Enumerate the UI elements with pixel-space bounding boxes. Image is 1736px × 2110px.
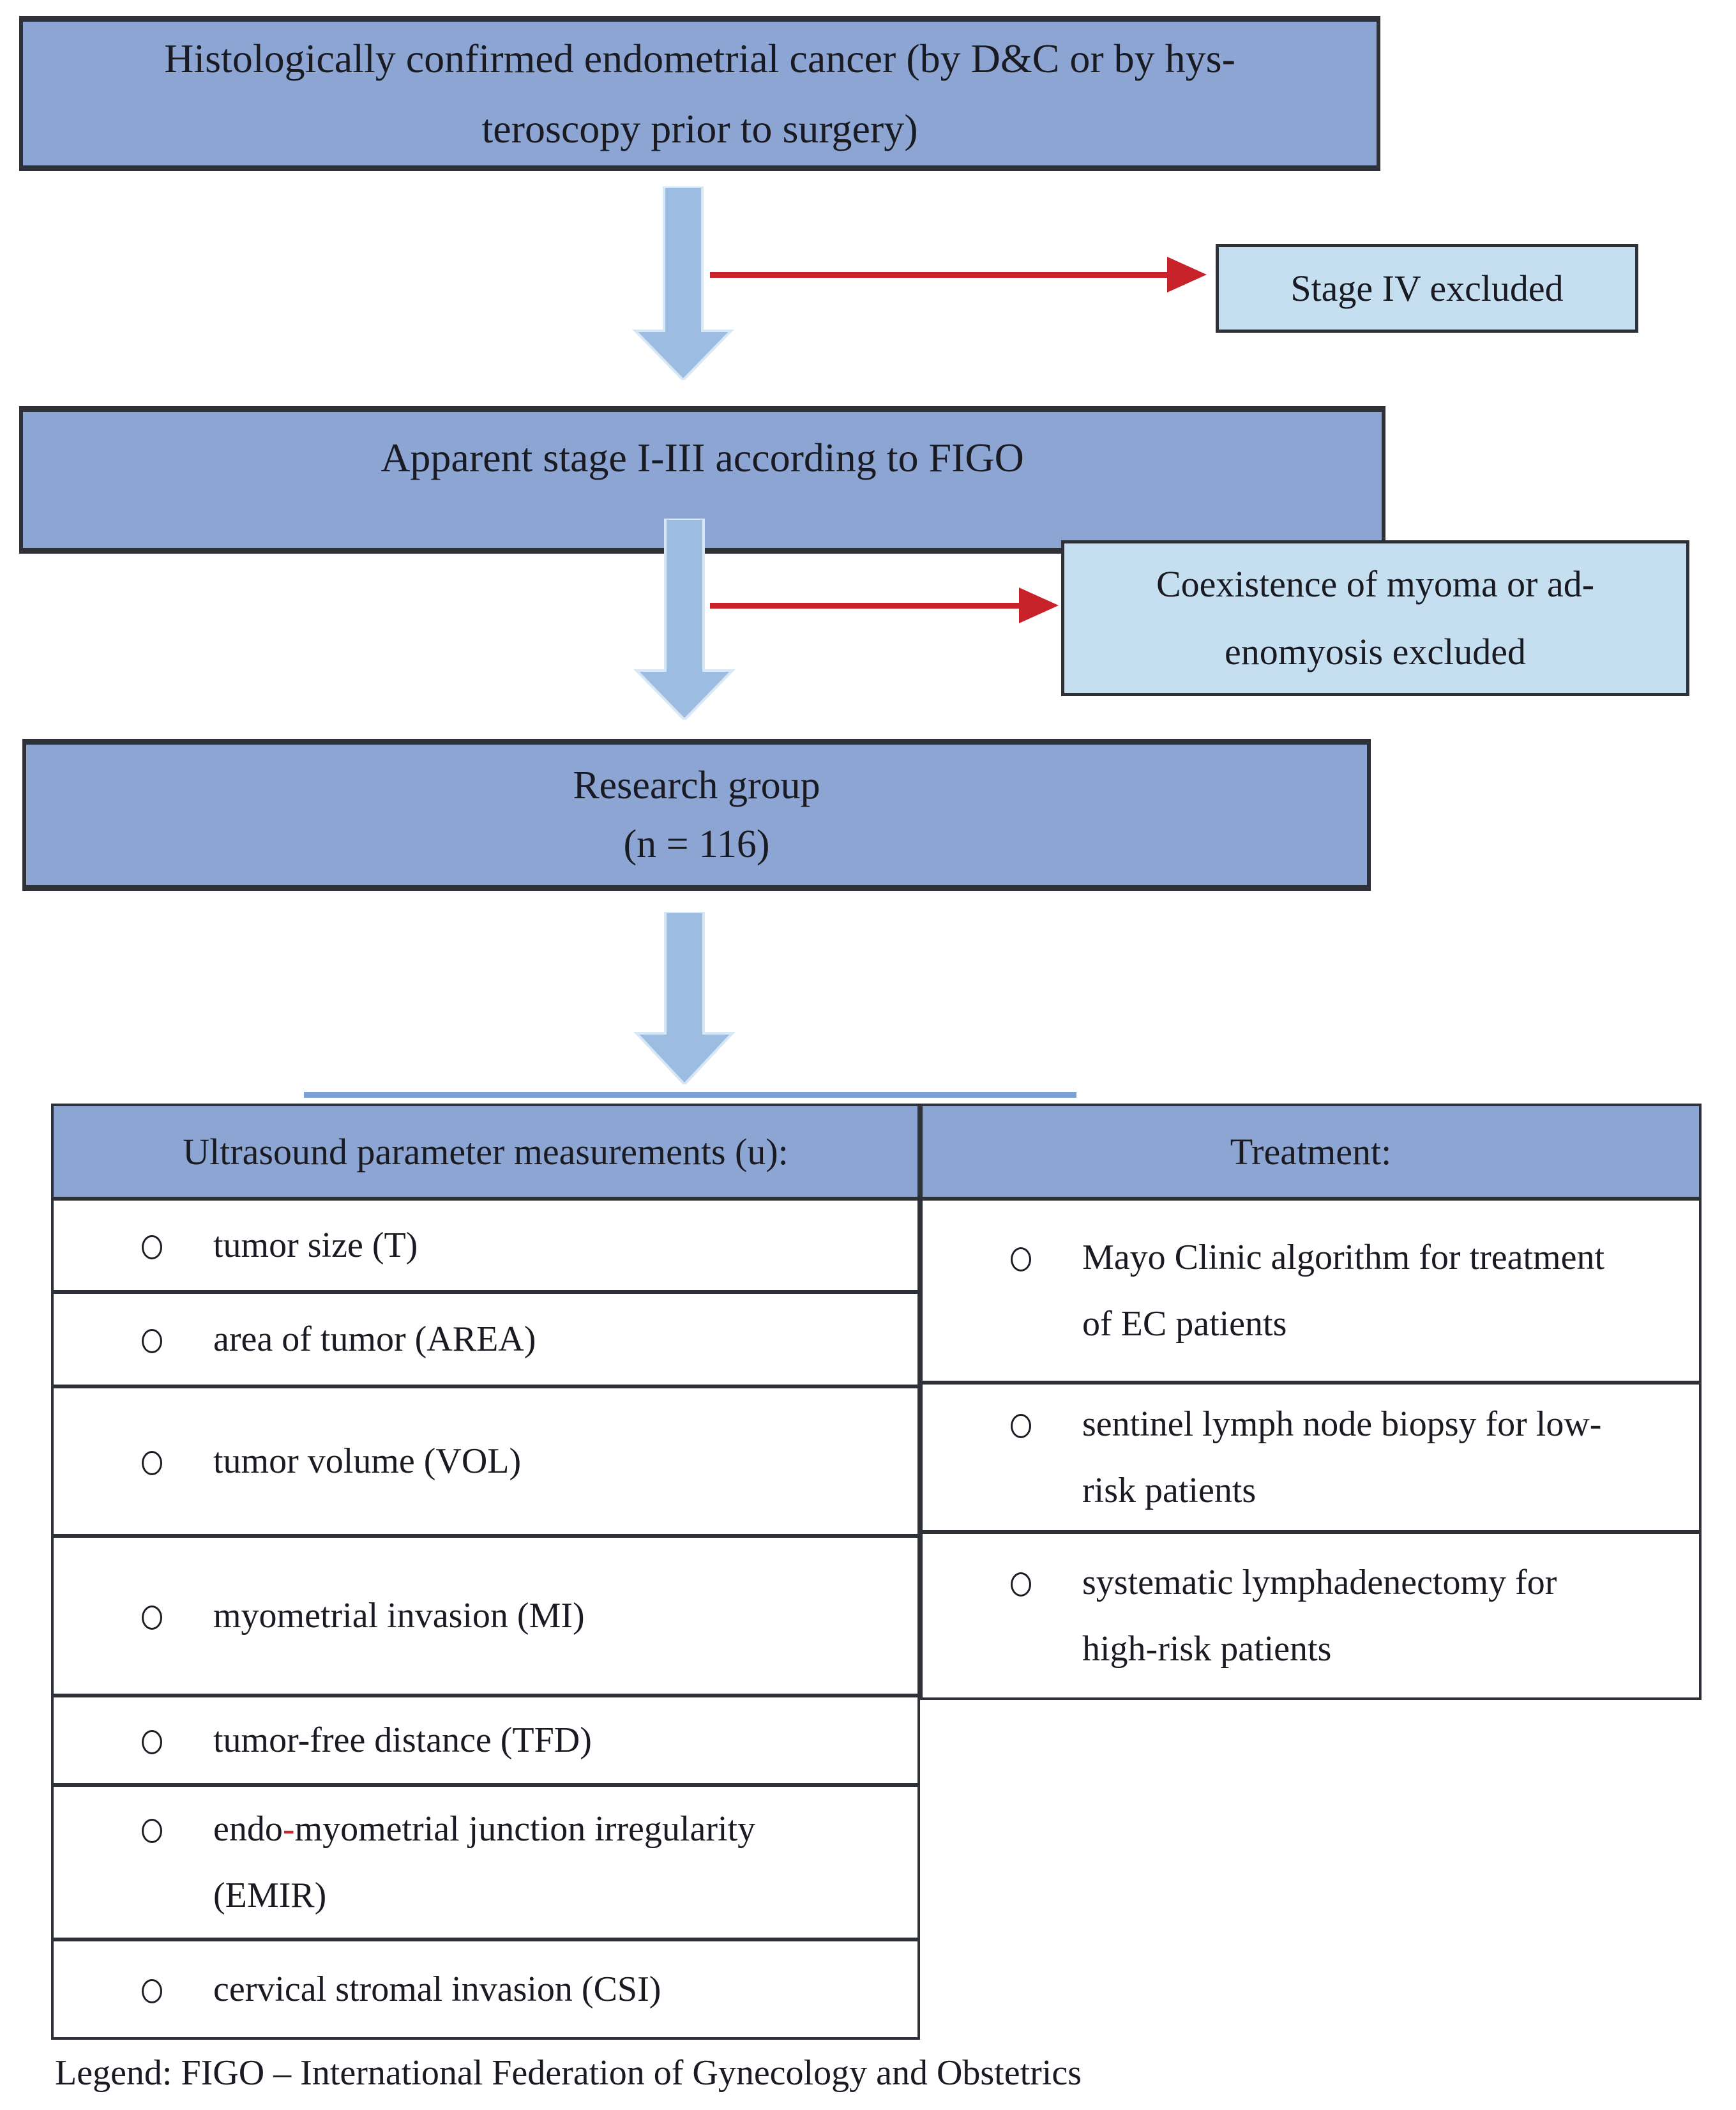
cell-line1: Mayo Clinic algorithm for treatment [1082, 1238, 1605, 1277]
coexistence-line2: enomyosis excluded [1225, 631, 1526, 672]
table-cell-sentinel-biopsy: sentinel lymph node biopsy for low- risk… [923, 1385, 1699, 1534]
bullet-icon [142, 1235, 162, 1259]
cell-line2: high-risk patients [1082, 1629, 1332, 1669]
row-label: tumor-free distance (TFD) [213, 1720, 592, 1760]
bullet-icon [142, 1605, 162, 1630]
row-label: cervical stromal invasion (CSI) [213, 1970, 661, 2009]
flow-box-stage-iv-excluded: Stage IV excluded [1216, 244, 1638, 333]
exclude-arrow-1-icon [710, 257, 1207, 292]
table-header-ultrasound-label: Ultrasound parameter measurements (u): [183, 1130, 789, 1173]
table-row-myometrial-invasion: myometrial invasion (MI) [54, 1538, 917, 1697]
research-group-line1: Research group [573, 764, 820, 807]
table-row-emir: endo-myometrial junction irregularity (E… [54, 1787, 917, 1941]
down-arrow-icon [632, 186, 734, 380]
flow-box-histology: Histologically confirmed endometrial can… [19, 16, 1380, 171]
red-hyphen: - [282, 1809, 295, 1849]
table-top-rule [304, 1092, 1076, 1098]
bullet-icon [1011, 1572, 1031, 1597]
bullet-icon [1011, 1247, 1031, 1271]
down-arrow-icon [633, 519, 736, 720]
flow-box-histology-line2: teroscopy prior to surgery) [481, 105, 918, 151]
table-row-tumor-size: tumor size (T) [54, 1201, 917, 1294]
bullet-icon [142, 1819, 162, 1843]
row-label-line2: (EMIR) [213, 1876, 327, 1915]
research-group-line2: (n = 116) [623, 823, 770, 866]
row-label: tumor size (T) [213, 1226, 418, 1265]
row-label: myometrial invasion (MI) [213, 1596, 585, 1636]
table-header-treatment-label: Treatment: [1230, 1130, 1392, 1173]
flow-box-histology-line1: Histologically confirmed endometrial can… [164, 35, 1235, 81]
table-row-tumor-area: area of tumor (AREA) [54, 1294, 917, 1388]
bullet-icon [142, 1451, 162, 1475]
table-row-tumor-free-distance: tumor-free distance (TFD) [54, 1697, 917, 1787]
cell-line2: of EC patients [1082, 1304, 1287, 1344]
bullet-icon [142, 1730, 162, 1754]
cell-line1: systematic lymphadenectomy for [1082, 1563, 1557, 1602]
table-row-tumor-volume: tumor volume (VOL) [54, 1388, 917, 1538]
table-row-cervical-stromal-invasion: cervical stromal invasion (CSI) [54, 1941, 917, 2037]
stage-iv-label: Stage IV excluded [1290, 267, 1564, 309]
row-label-line1: endo-myometrial junction irregularity [213, 1809, 756, 1849]
down-arrow-icon [633, 912, 736, 1084]
table-cell-systematic-lymphadenectomy: systematic lymphadenectomy for high-risk… [923, 1534, 1699, 1697]
cell-line2: risk patients [1082, 1471, 1257, 1510]
row-label: tumor volume (VOL) [213, 1441, 522, 1481]
flow-box-research-group: Research group (n = 116) [22, 739, 1371, 891]
ultrasound-parameters-column: Ultrasound parameter measurements (u): t… [51, 1104, 920, 2040]
apparent-stage-label: Apparent stage I-III according to FIGO [381, 434, 1024, 480]
row-label: area of tumor (AREA) [213, 1319, 536, 1359]
bullet-icon [142, 1979, 162, 2003]
legend-text: Legend: FIGO – International Federation … [55, 2053, 1082, 2093]
flow-box-coexistence-excluded: Coexistence of myoma or ad- enomyosis ex… [1061, 540, 1689, 696]
exclude-arrow-2-icon [710, 588, 1059, 623]
table-header-ultrasound: Ultrasound parameter measurements (u): [54, 1106, 917, 1201]
cell-line1: sentinel lymph node biopsy for low- [1082, 1404, 1602, 1444]
table-cell-mayo-algorithm: Mayo Clinic algorithm for treatment of E… [923, 1201, 1699, 1385]
coexistence-line1: Coexistence of myoma or ad- [1156, 563, 1595, 605]
treatment-column: Treatment: Mayo Clinic algorithm for tre… [920, 1104, 1702, 1700]
table-header-treatment: Treatment: [923, 1106, 1699, 1201]
bullet-icon [1011, 1414, 1031, 1438]
bullet-icon [142, 1329, 162, 1353]
